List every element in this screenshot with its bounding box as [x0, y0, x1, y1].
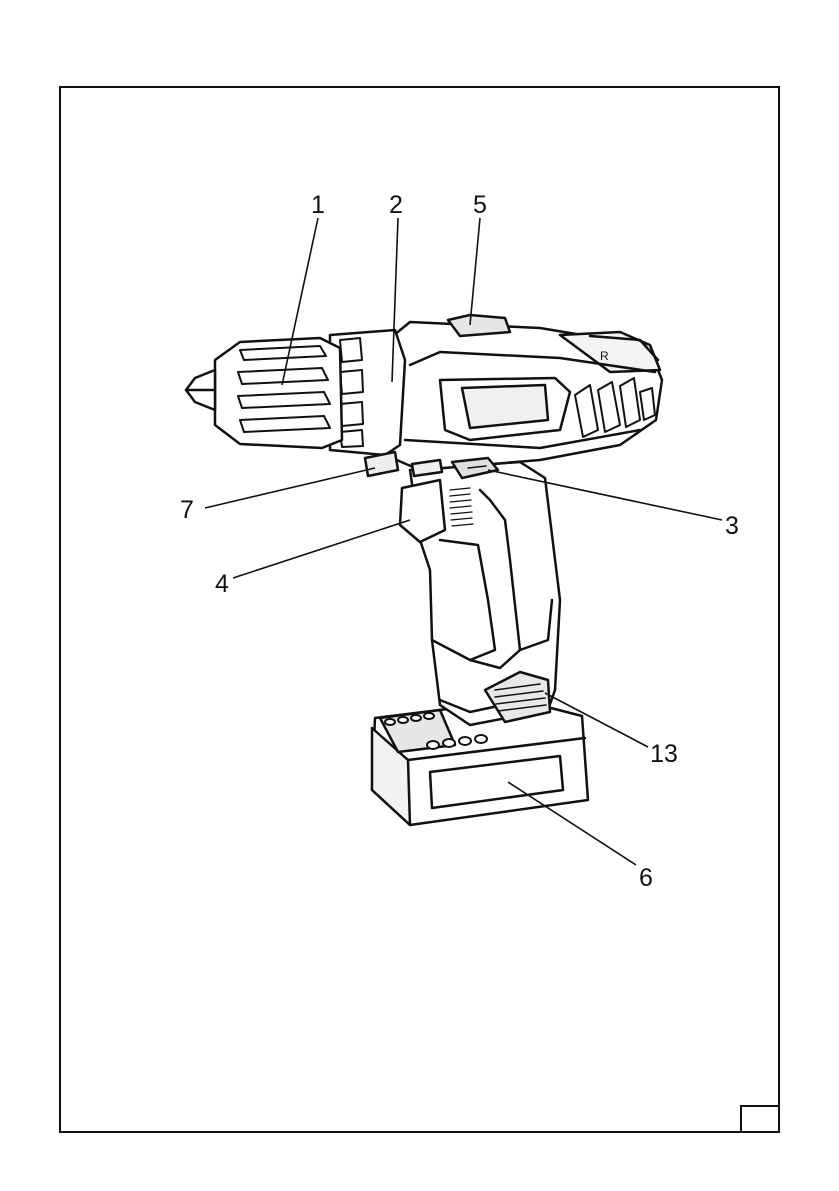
keyless-chuck	[186, 338, 342, 448]
leader-7	[205, 468, 375, 508]
callout-13: 13	[650, 740, 678, 768]
callout-4: 4	[215, 570, 229, 598]
leader-4	[233, 520, 410, 578]
callout-2: 2	[389, 191, 403, 219]
callout-6: 6	[639, 864, 653, 892]
motor-housing: R	[375, 315, 662, 470]
svg-text:R: R	[600, 349, 609, 363]
callout-5: 5	[473, 191, 487, 219]
leader-5	[470, 218, 480, 325]
callout-1: 1	[311, 191, 325, 219]
callout-7: 7	[180, 496, 194, 524]
callout-3: 3	[725, 512, 739, 540]
